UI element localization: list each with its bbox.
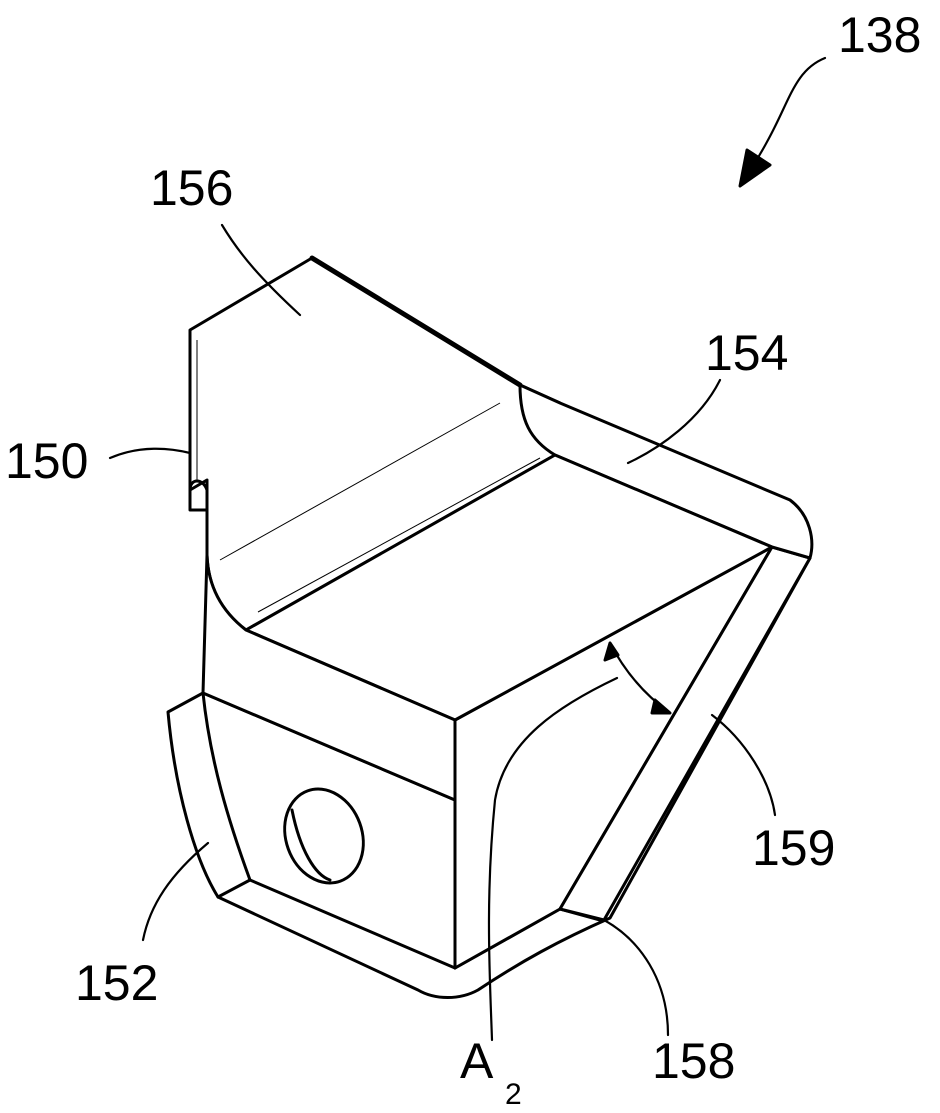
curved-face bbox=[518, 383, 814, 560]
angle-arrow-top bbox=[603, 641, 620, 662]
mounting-hole bbox=[283, 787, 365, 885]
label-152: 152 bbox=[75, 955, 158, 1011]
top-ridge bbox=[309, 255, 523, 388]
label-158: 158 bbox=[652, 1033, 735, 1089]
left-face bbox=[201, 553, 457, 802]
label-154: 154 bbox=[705, 325, 788, 381]
leader-158 bbox=[602, 918, 670, 1037]
angle-arrow-bottom bbox=[650, 698, 672, 715]
label-angle-subscript: 2 bbox=[505, 1078, 522, 1111]
label-138: 138 bbox=[838, 7, 921, 63]
upper-block bbox=[188, 255, 814, 802]
leader-lines bbox=[108, 56, 827, 1042]
angle-marker bbox=[603, 641, 672, 715]
shade-line-2 bbox=[257, 457, 541, 613]
label-156: 156 bbox=[150, 160, 233, 216]
label-150: 150 bbox=[5, 433, 88, 489]
leader-156 bbox=[220, 223, 302, 317]
label-angle-a: A bbox=[460, 1033, 494, 1089]
shade-line-1 bbox=[219, 402, 501, 561]
leader-138-arrowhead bbox=[738, 148, 772, 188]
leader-154 bbox=[626, 378, 722, 465]
leader-a2 bbox=[487, 676, 619, 1042]
label-159: 159 bbox=[752, 820, 835, 876]
side-notch bbox=[188, 479, 209, 512]
mounting-hole-inner bbox=[290, 808, 332, 882]
leader-159 bbox=[710, 713, 777, 817]
labels: 138 156 150 154 152 158 159 A 2 bbox=[5, 7, 921, 1111]
leader-152 bbox=[141, 841, 210, 942]
leader-150 bbox=[108, 447, 192, 460]
